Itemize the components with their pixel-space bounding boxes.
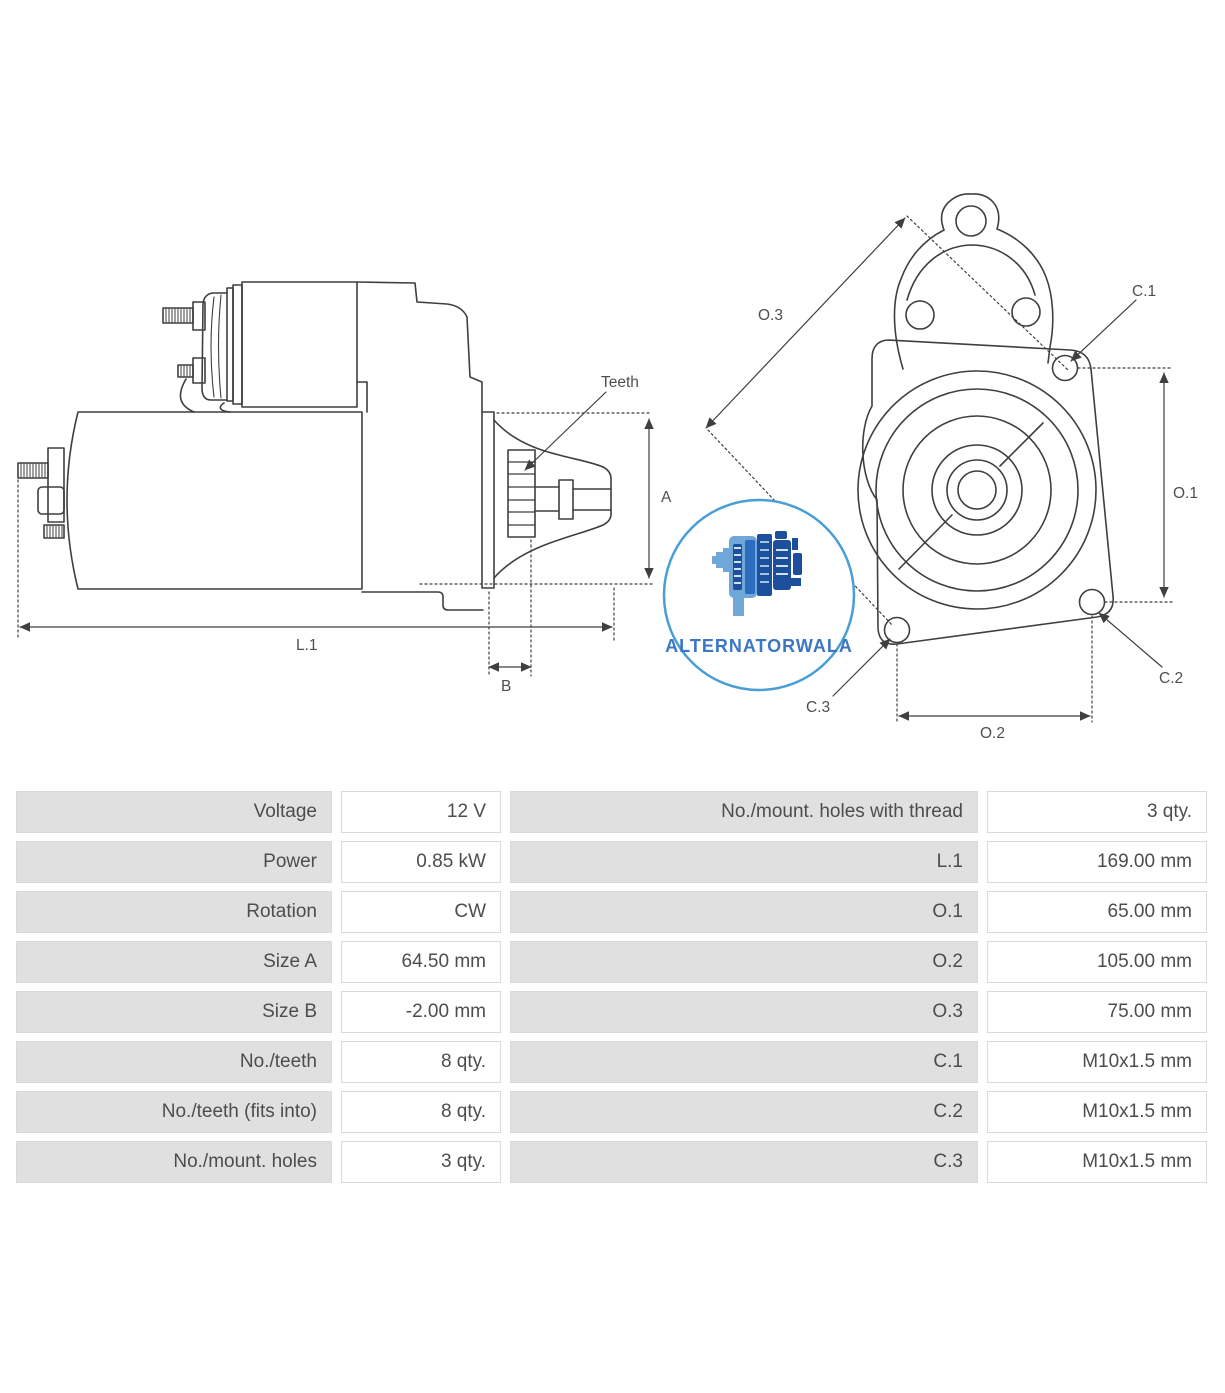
rear-terminal bbox=[37, 486, 65, 515]
side-view-drawing bbox=[17, 281, 654, 677]
spec-value-cell: 8 qty. bbox=[341, 1091, 501, 1133]
dim-c1-label: C.1 bbox=[1132, 283, 1156, 300]
spec-label-cell: No./teeth (fits into) bbox=[16, 1091, 332, 1133]
spec-label-cell: C.3 bbox=[510, 1141, 978, 1183]
spec-value-cell: M10x1.5 mm bbox=[987, 1141, 1207, 1183]
teeth-label: Teeth bbox=[601, 374, 639, 391]
drive-cone bbox=[493, 419, 612, 579]
dim-b-label: B bbox=[501, 678, 511, 695]
top-arch-inner bbox=[906, 244, 1036, 301]
spec-label-cell: O.2 bbox=[510, 941, 978, 983]
spec-value-cell: 75.00 mm bbox=[987, 991, 1207, 1033]
technical-drawing: Teeth A L.1 B O.3 C.1 O.1 C.2 C.3 O.2 bbox=[17, 193, 1198, 742]
spec-label-cell: L.1 bbox=[510, 841, 978, 883]
dimension-labels: Teeth A L.1 B O.3 C.1 O.1 C.2 C.3 O.2 bbox=[296, 283, 1198, 742]
shaft-end-cap bbox=[558, 479, 574, 520]
spec-label-cell: C.2 bbox=[510, 1091, 978, 1133]
gear-housing-circles bbox=[857, 370, 1097, 610]
spec-label-cell: Size B bbox=[16, 991, 332, 1033]
arch-hole-left bbox=[905, 300, 935, 330]
c1-leader-line bbox=[1070, 299, 1137, 362]
spec-value-cell: 64.50 mm bbox=[341, 941, 501, 983]
solenoid-stud-lower bbox=[177, 364, 194, 378]
top-tab-hole bbox=[955, 205, 987, 237]
spec-value-cell: 3 qty. bbox=[987, 791, 1207, 833]
dim-l1-label: L.1 bbox=[296, 637, 318, 654]
solenoid-stud-upper bbox=[162, 307, 194, 324]
front-view-drawing bbox=[705, 193, 1173, 723]
dim-o3-line bbox=[705, 217, 906, 429]
pinion-gear bbox=[507, 449, 536, 538]
solenoid-ring-1 bbox=[232, 284, 243, 405]
rear-bracket-plate bbox=[47, 447, 65, 523]
solenoid-body bbox=[241, 281, 358, 408]
brand-logo: ALTERNATORWALA bbox=[662, 498, 856, 692]
solenoid-cap bbox=[201, 292, 228, 401]
drive-housing-top bbox=[356, 281, 483, 413]
dim-c2-label: C.2 bbox=[1159, 670, 1183, 687]
spec-value-cell: 8 qty. bbox=[341, 1041, 501, 1083]
spec-label-cell: Voltage bbox=[16, 791, 332, 833]
spec-label-cell: Power bbox=[16, 841, 332, 883]
spec-label-cell: No./teeth bbox=[16, 1041, 332, 1083]
spec-value-cell: 65.00 mm bbox=[987, 891, 1207, 933]
mount-hole-c3 bbox=[883, 616, 911, 644]
spec-value-cell: -2.00 mm bbox=[341, 991, 501, 1033]
rear-stud-upper bbox=[17, 462, 49, 479]
spec-label-cell: Rotation bbox=[16, 891, 332, 933]
mount-hole-c2 bbox=[1078, 588, 1106, 616]
motor-body-step bbox=[361, 591, 484, 611]
mount-hole-c1 bbox=[1051, 354, 1079, 382]
spec-value-cell: 12 V bbox=[341, 791, 501, 833]
logo-wordmark: ALTERNATORWALA bbox=[665, 636, 853, 656]
spec-label-cell: C.1 bbox=[510, 1041, 978, 1083]
spec-value-cell: 3 qty. bbox=[341, 1141, 501, 1183]
solenoid-terminal-plate-lower bbox=[192, 357, 206, 384]
dim-o2-label: O.2 bbox=[980, 725, 1005, 742]
spec-label-cell: Size A bbox=[16, 941, 332, 983]
arch-hole-right bbox=[1011, 297, 1041, 327]
rear-stud-lower bbox=[43, 524, 65, 539]
spec-value-cell: CW bbox=[341, 891, 501, 933]
solenoid-foot bbox=[179, 378, 231, 413]
solenoid-ring-2 bbox=[226, 287, 234, 402]
spec-value-cell: M10x1.5 mm bbox=[987, 1091, 1207, 1133]
alternator-icon bbox=[712, 531, 802, 616]
spec-value-cell: M10x1.5 mm bbox=[987, 1041, 1207, 1083]
dim-o1-label: O.1 bbox=[1173, 485, 1198, 502]
spec-value-cell: 0.85 kW bbox=[341, 841, 501, 883]
spec-label-cell: No./mount. holes with thread bbox=[510, 791, 978, 833]
spec-value-cell: 105.00 mm bbox=[987, 941, 1207, 983]
spec-label-cell: O.3 bbox=[510, 991, 978, 1033]
drive-bracket bbox=[481, 411, 495, 589]
dim-o3-label: O.3 bbox=[758, 307, 783, 324]
dim-a-label: A bbox=[661, 489, 672, 506]
dim-c3-label: C.3 bbox=[806, 699, 830, 716]
c3-leader-line bbox=[832, 638, 891, 697]
c2-leader-line bbox=[1098, 612, 1163, 668]
teeth-leader-line bbox=[524, 391, 607, 471]
spec-value-cell: 169.00 mm bbox=[987, 841, 1207, 883]
mounting-flange bbox=[861, 339, 1114, 645]
spec-label-cell: O.1 bbox=[510, 891, 978, 933]
motor-body bbox=[66, 411, 363, 590]
spec-label-cell: No./mount. holes bbox=[16, 1141, 332, 1183]
